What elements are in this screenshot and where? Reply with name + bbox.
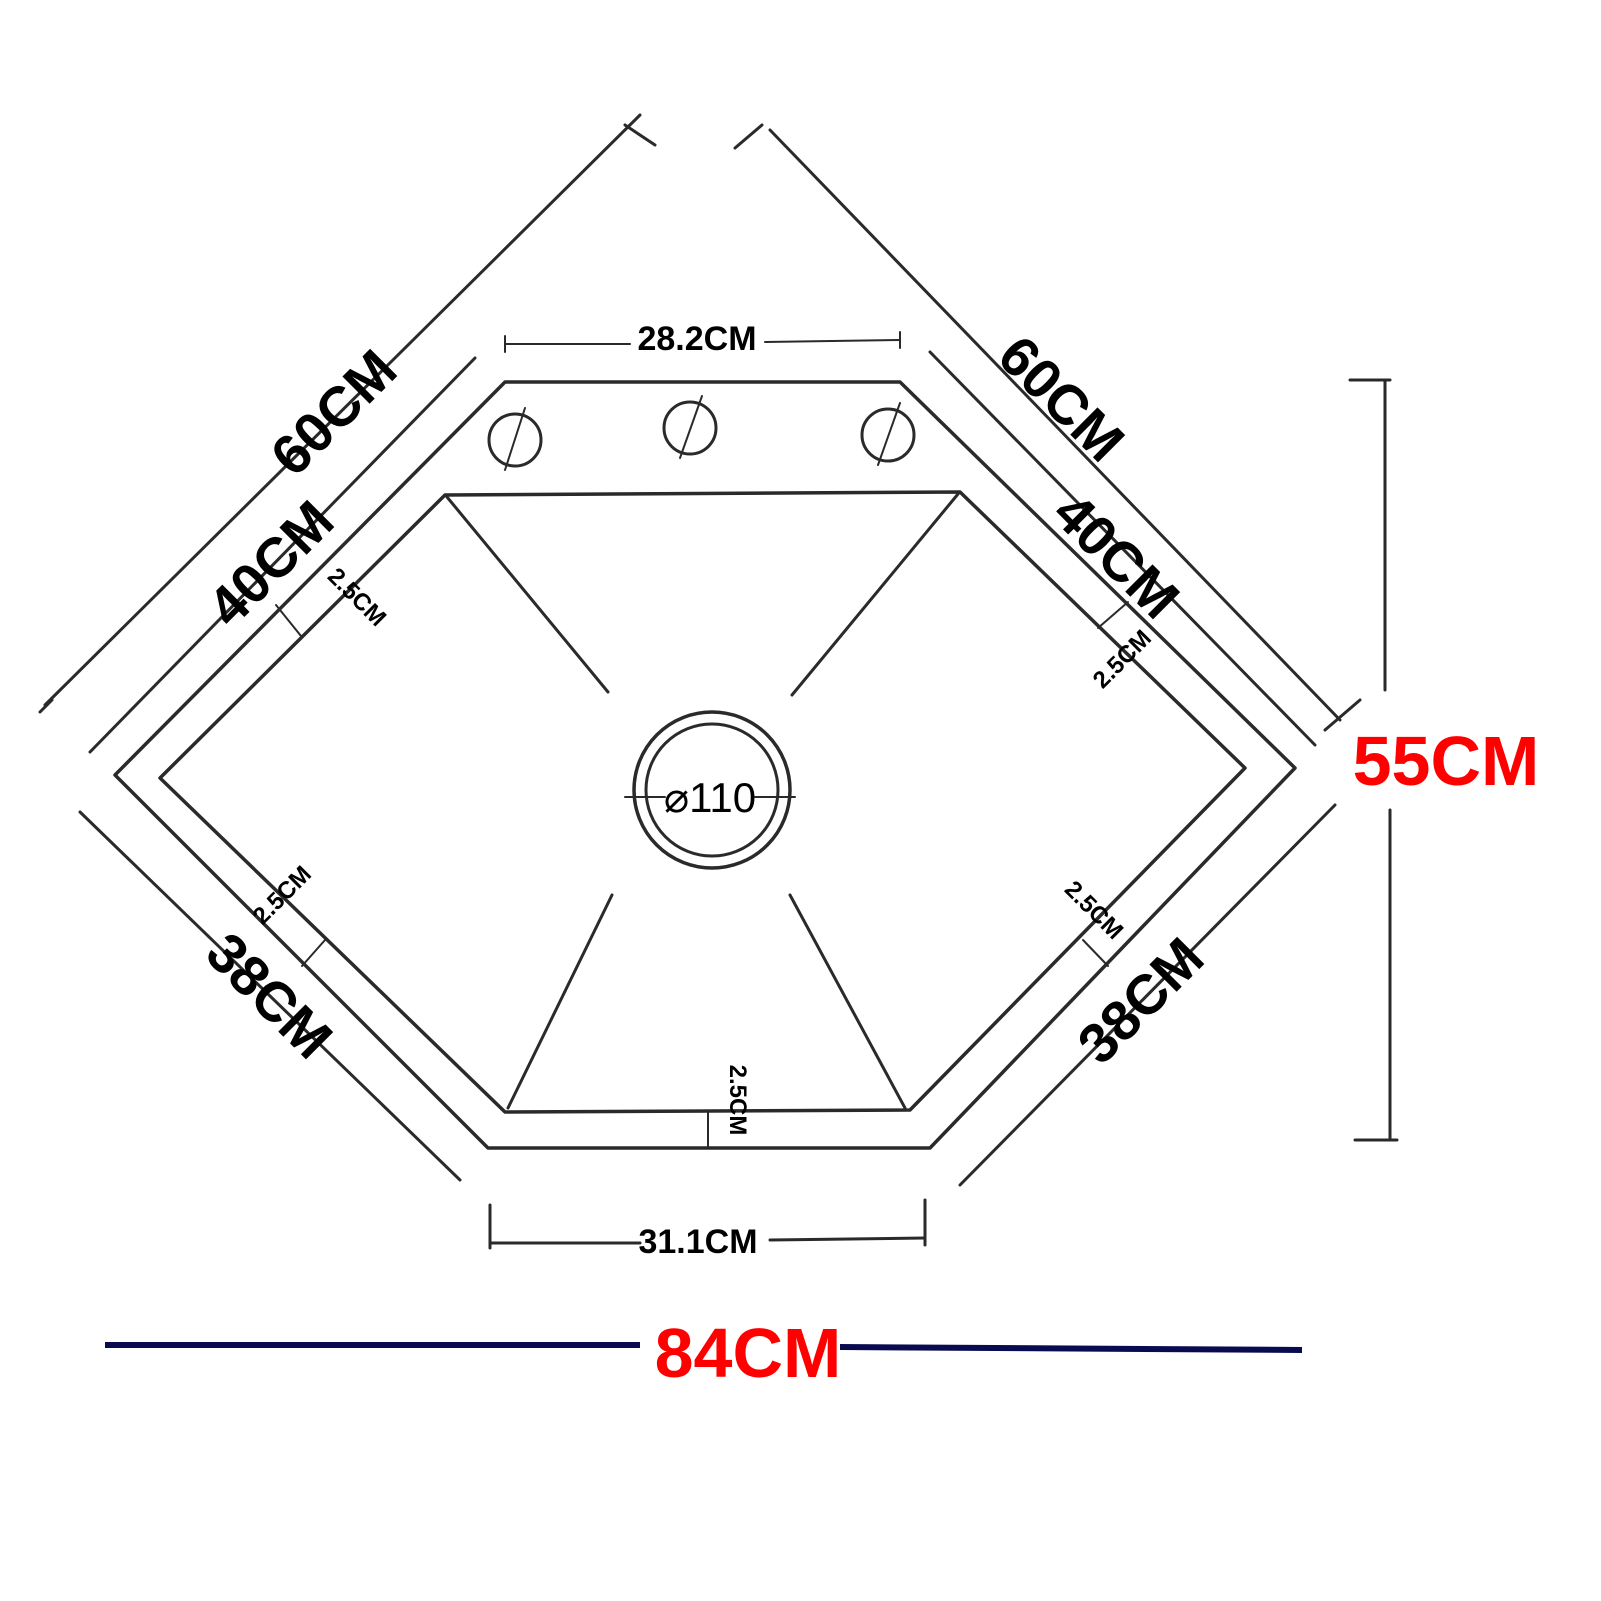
front-dimension-lines [78, 803, 1337, 1187]
tap-hole-icon [662, 395, 718, 459]
rim-upper-right-label: 2.5CM [1088, 625, 1157, 694]
tap-holes [487, 395, 916, 471]
rim-thickness-ticks [275, 601, 1129, 1149]
top-edge-label: 28.2CM [637, 320, 756, 358]
drain-icon [624, 710, 796, 870]
rim-lower-right-label: 2.5CM [1059, 876, 1128, 945]
front-right-label: 38CM [1065, 925, 1215, 1075]
outer-dimension-lines [38, 113, 1362, 732]
rim-upper-left-label: 2.5CM [322, 563, 391, 632]
top-edge-dimension [504, 331, 901, 353]
tap-hole-icon [860, 402, 916, 466]
tap-hole-icon [487, 407, 543, 471]
outer-right-label: 60CM [987, 323, 1137, 473]
width-label: 84CM [655, 1314, 842, 1392]
bottom-edge-label: 31.1CM [638, 1223, 757, 1261]
bottom-edge-dimension [488, 1198, 927, 1250]
drain-label: ⌀110 [664, 774, 756, 821]
outer-left-label: 60CM [258, 337, 408, 487]
height-label: 55CM [1353, 722, 1540, 800]
sink-outer-rim [113, 380, 1297, 1150]
sink-bowl [158, 490, 1247, 1114]
height-dimension [1348, 378, 1399, 1142]
bowl-dimension-lines [88, 350, 1317, 754]
width-bar [105, 1342, 1303, 1353]
rim-bottom-label: 2.5CM [724, 1065, 751, 1136]
bowl-right-label: 40CM [1042, 480, 1192, 630]
bowl-slope-lines [445, 492, 960, 1110]
